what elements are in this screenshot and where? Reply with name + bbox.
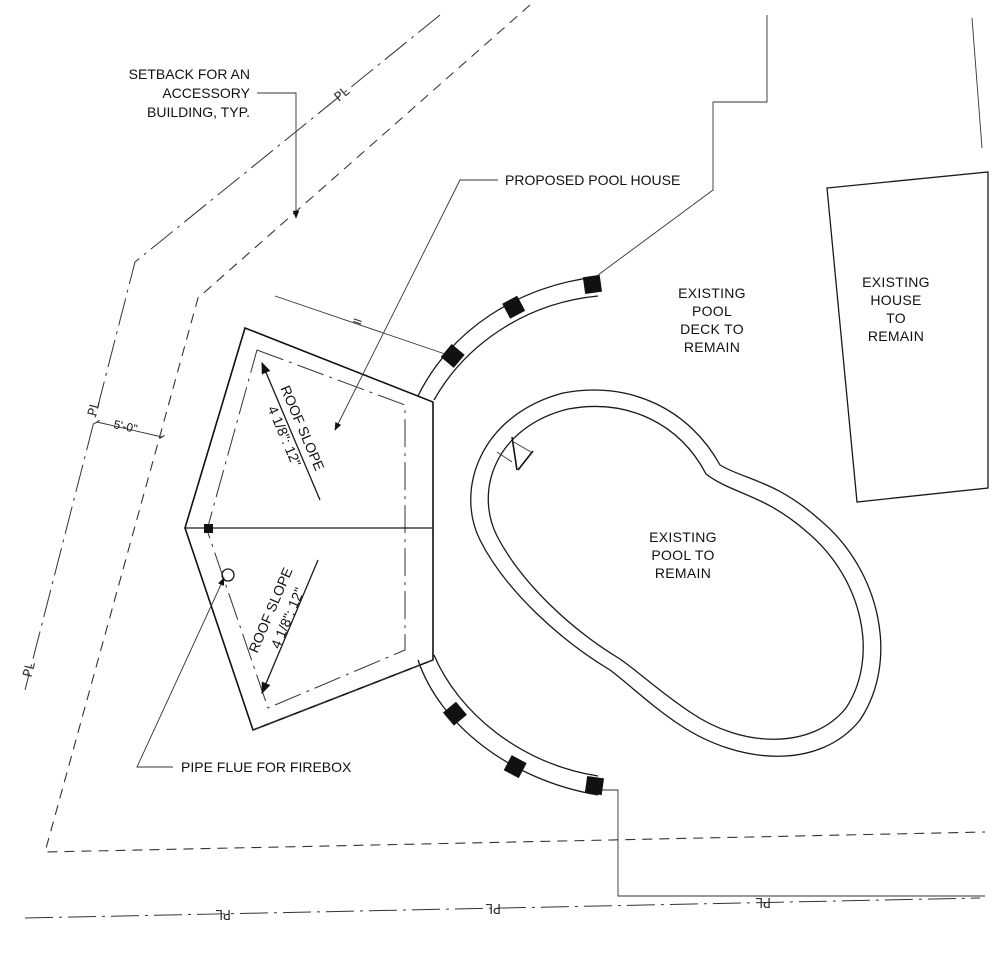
ladder-tread-2 bbox=[496, 451, 513, 463]
deck-label-line4: REMAIN bbox=[684, 339, 740, 355]
ridge-post bbox=[204, 524, 213, 533]
roof-slope-lower: ROOF SLOPE 4 1/8": 12" bbox=[245, 559, 319, 695]
house-label: EXISTING HOUSE TO REMAIN bbox=[862, 274, 930, 344]
south-wall-inner bbox=[433, 654, 599, 777]
post-s1 bbox=[442, 701, 467, 726]
setback-label-line1: SETBACK FOR AN bbox=[129, 66, 250, 82]
setback-line bbox=[44, 4, 986, 853]
deck-outline-north bbox=[597, 15, 768, 276]
existing-pool bbox=[470, 389, 882, 757]
pl-mark-south-3: PL bbox=[755, 894, 771, 909]
setback-callout: SETBACK FOR AN ACCESSORY BUILDING, TYP. bbox=[129, 66, 300, 219]
property-line-marks: PL PL PL PL PL PL bbox=[21, 84, 771, 921]
roof-slope-lower-arrow bbox=[261, 559, 319, 695]
pool-label-line1: EXISTING bbox=[649, 529, 717, 545]
pool-house-callout: PROPOSED POOL HOUSE bbox=[334, 172, 680, 431]
deck-label-line3: DECK TO bbox=[680, 321, 744, 337]
deck-outline-south bbox=[600, 789, 985, 897]
north-wall-outer bbox=[417, 276, 598, 397]
pool-inner-edge bbox=[487, 405, 864, 740]
deck-label-line2: POOL bbox=[692, 303, 732, 319]
setback-extension-line bbox=[274, 295, 446, 355]
flue-leader bbox=[136, 577, 225, 768]
roof-slope-upper-arrow bbox=[261, 361, 321, 501]
roof-slope-upper: ROOF SLOPE 4 1/8": 12" bbox=[261, 361, 328, 501]
ladder-rail-left bbox=[511, 436, 518, 471]
house-label-line1: EXISTING bbox=[862, 274, 930, 290]
setback-extension-mark: = bbox=[350, 313, 365, 331]
pool-outer-edge bbox=[470, 389, 882, 757]
setback-dim-text: 5'-0" bbox=[112, 417, 138, 436]
property-line-south bbox=[24, 897, 981, 919]
setback-leader bbox=[257, 92, 300, 219]
pl-mark-south-2: PL bbox=[485, 900, 501, 915]
pl-mark-west: PL bbox=[85, 399, 103, 418]
roof-eave-dashed bbox=[252, 659, 434, 731]
flue-callout: PIPE FLUE FOR FIREBOX bbox=[136, 577, 352, 775]
north-wall-inner bbox=[433, 295, 599, 401]
pl-mark-southwest: PL bbox=[21, 660, 39, 679]
existing-house bbox=[826, 171, 989, 503]
pool-house-label: PROPOSED POOL HOUSE bbox=[505, 172, 680, 188]
pool-house-roof-outline bbox=[184, 326, 434, 732]
existing-deck-outline bbox=[597, 15, 985, 897]
house-label-line2: HOUSE bbox=[870, 292, 921, 308]
post-n3 bbox=[440, 343, 465, 368]
pl-mark-north: PL bbox=[332, 84, 354, 106]
pool-label-line3: REMAIN bbox=[655, 565, 711, 581]
ladder-rail-right bbox=[517, 450, 534, 471]
setback-label-line3: BUILDING, TYP. bbox=[147, 104, 250, 120]
wall-posts bbox=[440, 274, 605, 796]
pool-label: EXISTING POOL TO REMAIN bbox=[649, 529, 717, 581]
property-lines bbox=[24, 14, 981, 919]
house-label-line4: REMAIN bbox=[868, 328, 924, 344]
south-wall-outer bbox=[417, 659, 599, 796]
curved-garden-walls bbox=[417, 276, 599, 796]
setback-dim-line bbox=[94, 419, 165, 440]
house-label-line3: TO bbox=[886, 310, 906, 326]
post-s3 bbox=[584, 775, 605, 796]
post-n2 bbox=[502, 295, 526, 319]
deck-outline-east bbox=[971, 17, 983, 149]
proposed-pool-house: = bbox=[184, 295, 446, 732]
pl-mark-south-1: PL bbox=[215, 906, 231, 921]
deck-label: EXISTING POOL DECK TO REMAIN bbox=[678, 285, 746, 355]
ladder-tread bbox=[511, 440, 532, 453]
pool-house-leader bbox=[334, 179, 498, 431]
post-s2 bbox=[503, 755, 527, 779]
post-n1 bbox=[582, 274, 603, 295]
pipe-flue-symbol bbox=[221, 568, 235, 582]
deck-label-line1: EXISTING bbox=[678, 285, 746, 301]
setback-dimension: 5'-0" bbox=[94, 417, 165, 440]
pool-house-wall-line bbox=[206, 349, 406, 709]
setback-label-line2: ACCESSORY bbox=[162, 85, 250, 101]
pool-ladder bbox=[496, 436, 534, 471]
property-line-west bbox=[24, 14, 441, 691]
flue-label: PIPE FLUE FOR FIREBOX bbox=[181, 759, 352, 775]
pool-label-line2: POOL TO bbox=[651, 547, 714, 563]
